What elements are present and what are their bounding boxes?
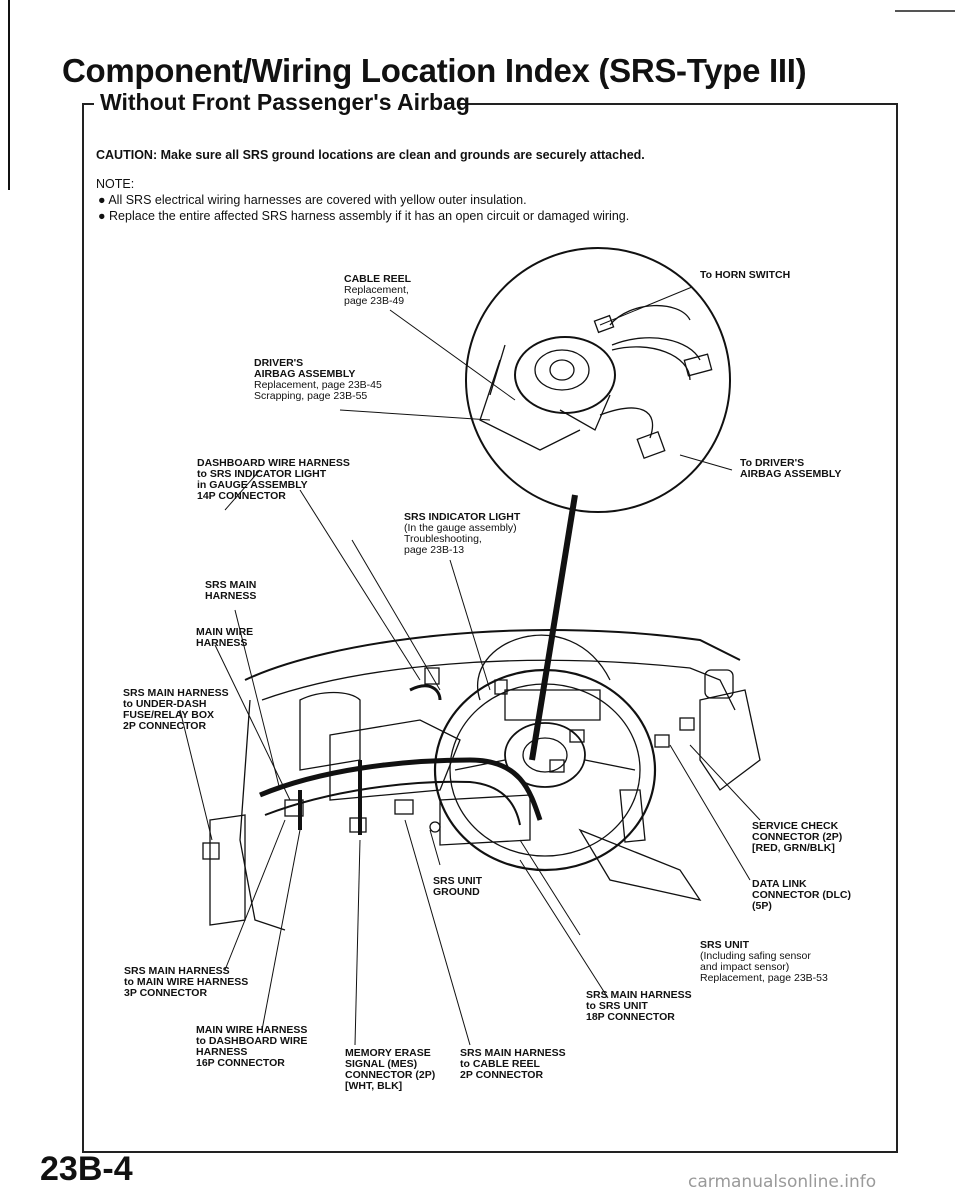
label-line: Scrapping, page 23B-55 bbox=[254, 390, 368, 402]
label-line: 14P CONNECTOR bbox=[197, 490, 286, 502]
label-line: (5P) bbox=[752, 900, 772, 912]
label-line: HARNESS bbox=[196, 637, 248, 649]
label-line: SRS UNIT bbox=[433, 875, 483, 887]
label-dashboard-harness: DASHBOARD WIRE HARNESS to SRS INDICATOR … bbox=[197, 458, 350, 502]
label-line: [RED, GRN/BLK] bbox=[752, 842, 835, 854]
label-line: GROUND bbox=[433, 886, 480, 898]
label-line: (Including safing sensor bbox=[700, 950, 811, 962]
label-srs-unit-ground: SRS UNIT GROUND bbox=[433, 876, 482, 898]
section-subtitle: Without Front Passenger's Airbag bbox=[100, 89, 470, 115]
label-drivers-airbag-assembly: DRIVER'S AIRBAG ASSEMBLY Replacement, pa… bbox=[254, 358, 382, 402]
label-main-to-srsunit-connector: SRS MAIN HARNESS to SRS UNIT 18P CONNECT… bbox=[586, 990, 692, 1023]
label-line: HARNESS bbox=[205, 590, 257, 602]
label-service-check-connector: SERVICE CHECK CONNECTOR (2P) [RED, GRN/B… bbox=[752, 821, 842, 854]
label-line: SRS MAIN HARNESS bbox=[124, 965, 230, 977]
label-line: AIRBAG ASSEMBLY bbox=[740, 468, 842, 480]
label-line: CONNECTOR (2P) bbox=[345, 1069, 436, 1081]
label-line: To DRIVER'S bbox=[740, 457, 805, 469]
label-line: to CABLE REEL bbox=[460, 1058, 540, 1070]
label-line: To HORN SWITCH bbox=[700, 269, 791, 281]
note-item: ● Replace the entire affected SRS harnes… bbox=[98, 209, 630, 223]
label-line: 18P CONNECTOR bbox=[586, 1011, 675, 1023]
label-line: [WHT, BLK] bbox=[345, 1080, 403, 1092]
corner-mark bbox=[895, 10, 955, 12]
watermark: carmanualsonline.info bbox=[688, 1172, 877, 1192]
label-line: FUSE/RELAY BOX bbox=[123, 709, 215, 721]
label-underdash-connector: SRS MAIN HARNESS to UNDER-DASH FUSE/RELA… bbox=[123, 688, 229, 732]
note-item-text: All SRS electrical wiring harnesses are … bbox=[108, 193, 527, 207]
label-line: MAIN WIRE bbox=[196, 626, 254, 638]
page-number: 23B-4 bbox=[40, 1150, 133, 1188]
label-line: 16P CONNECTOR bbox=[196, 1057, 285, 1069]
page-title: Component/Wiring Location Index (SRS-Typ… bbox=[62, 52, 807, 89]
label-line: Troubleshooting, bbox=[404, 533, 482, 545]
frame-top-left bbox=[82, 103, 94, 105]
label-line: SIGNAL (MES) bbox=[345, 1058, 418, 1070]
label-mes-connector: MEMORY ERASE SIGNAL (MES) CONNECTOR (2P)… bbox=[345, 1048, 435, 1092]
label-line: CONNECTOR (DLC) bbox=[752, 889, 851, 901]
label-srs-main-harness: SRS MAIN HARNESS bbox=[205, 580, 256, 602]
label-line: SRS MAIN HARNESS bbox=[586, 989, 692, 1001]
caution-label: CAUTION: bbox=[96, 148, 158, 162]
label-mainwire-to-dash-connector: MAIN WIRE HARNESS to DASHBOARD WIRE HARN… bbox=[196, 1025, 307, 1069]
label-cable-reel: CABLE REEL Replacement, page 23B-49 bbox=[344, 274, 411, 307]
label-line: Replacement, page 23B-53 bbox=[700, 972, 828, 984]
label-line: 2P CONNECTOR bbox=[123, 720, 207, 732]
label-line: (In the gauge assembly) bbox=[404, 522, 517, 534]
label-line: DRIVER'S bbox=[254, 357, 304, 369]
label-to-drivers-airbag: To DRIVER'S AIRBAG ASSEMBLY bbox=[740, 458, 841, 480]
label-line: page 23B-13 bbox=[404, 544, 465, 556]
label-line: CONNECTOR (2P) bbox=[752, 831, 843, 843]
label-line: AIRBAG ASSEMBLY bbox=[254, 368, 356, 380]
label-line: MEMORY ERASE bbox=[345, 1047, 431, 1059]
label-line: 2P CONNECTOR bbox=[460, 1069, 544, 1081]
label-srs-unit: SRS UNIT (Including safing sensor and im… bbox=[700, 940, 828, 984]
label-line: in GAUGE ASSEMBLY bbox=[197, 479, 308, 491]
caution-text: Make sure all SRS ground locations are c… bbox=[160, 148, 645, 162]
note-item: ● All SRS electrical wiring harnesses ar… bbox=[98, 193, 527, 207]
label-main-to-mainwire-connector: SRS MAIN HARNESS to MAIN WIRE HARNESS 3P… bbox=[124, 966, 248, 999]
frame-top-right bbox=[458, 103, 898, 105]
label-line: to SRS INDICATOR LIGHT bbox=[197, 468, 327, 480]
label-data-link-connector: DATA LINK CONNECTOR (DLC) (5P) bbox=[752, 879, 851, 912]
label-horn-switch: To HORN SWITCH bbox=[700, 270, 790, 281]
label-line: to SRS UNIT bbox=[586, 1000, 648, 1012]
label-line: SRS INDICATOR LIGHT bbox=[404, 511, 521, 523]
label-line: to UNDER-DASH bbox=[123, 698, 207, 710]
label-line: SERVICE CHECK bbox=[752, 820, 839, 832]
label-line: HARNESS bbox=[196, 1046, 248, 1058]
label-line: SRS UNIT bbox=[700, 939, 750, 951]
label-line: SRS MAIN bbox=[205, 579, 257, 591]
label-line: and impact sensor) bbox=[700, 961, 790, 973]
label-line: SRS MAIN HARNESS bbox=[460, 1047, 566, 1059]
label-line: 3P CONNECTOR bbox=[124, 987, 208, 999]
label-line: page 23B-49 bbox=[344, 295, 405, 307]
page-edge-line bbox=[8, 0, 10, 190]
label-line: to MAIN WIRE HARNESS bbox=[124, 976, 249, 988]
label-main-wire-harness: MAIN WIRE HARNESS bbox=[196, 627, 253, 649]
label-line: MAIN WIRE HARNESS bbox=[196, 1024, 308, 1036]
label-line: Replacement, page 23B-45 bbox=[254, 379, 382, 391]
label-line: SRS MAIN HARNESS bbox=[123, 687, 229, 699]
note-label: NOTE: bbox=[96, 177, 135, 191]
content-frame bbox=[82, 103, 898, 1153]
label-line: Replacement, bbox=[344, 284, 409, 296]
label-line: to DASHBOARD WIRE bbox=[196, 1035, 308, 1047]
label-main-to-cablereel-connector: SRS MAIN HARNESS to CABLE REEL 2P CONNEC… bbox=[460, 1048, 566, 1081]
label-line: CABLE REEL bbox=[344, 273, 412, 285]
label-line: DASHBOARD WIRE HARNESS bbox=[197, 457, 350, 469]
caution-line: CAUTION: Make sure all SRS ground locati… bbox=[96, 148, 645, 162]
label-srs-indicator-light: SRS INDICATOR LIGHT (In the gauge assemb… bbox=[404, 512, 520, 556]
label-line: DATA LINK bbox=[752, 878, 807, 890]
note-item-text: Replace the entire affected SRS harness … bbox=[109, 209, 630, 223]
